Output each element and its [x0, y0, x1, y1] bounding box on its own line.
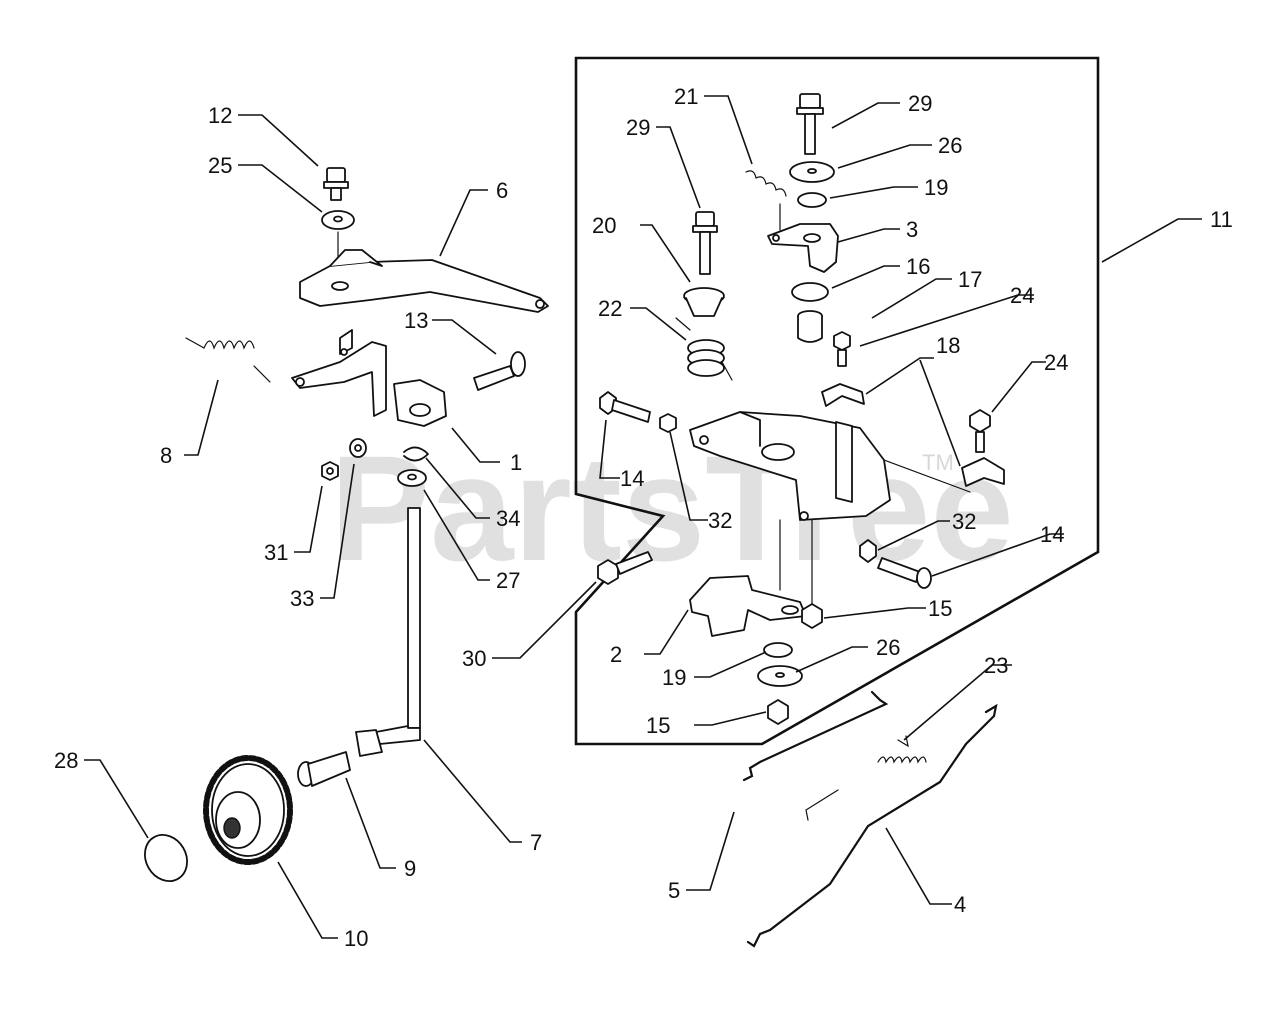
spring-8 — [185, 337, 271, 383]
callout-9: 9 — [404, 856, 416, 881]
spacer-17 — [797, 310, 823, 343]
watermark-text: PartsTree — [330, 424, 1014, 592]
screw-14-left — [599, 391, 651, 423]
bolt-29-left — [692, 211, 718, 275]
bushing-20 — [683, 287, 725, 317]
screw-13 — [473, 351, 526, 391]
spring-21 — [745, 170, 787, 197]
leader-lines — [84, 95, 1202, 939]
callout-23: 23 — [984, 653, 1008, 678]
nut-15-upper — [801, 603, 823, 629]
callout-19-lower: 19 — [662, 665, 686, 690]
callout-21: 21 — [674, 84, 698, 109]
callout-15-upper: 15 — [928, 596, 952, 621]
callout-24-upper: 24 — [1010, 283, 1034, 308]
callout-11: 11 — [1210, 207, 1233, 232]
callout-14-right: 14 — [1040, 522, 1064, 547]
washer-27 — [397, 469, 427, 487]
screw-14-right — [877, 557, 932, 589]
bracket-2 — [689, 575, 807, 637]
callout-5: 5 — [668, 878, 680, 903]
callout-26-top: 26 — [938, 133, 962, 158]
callout-34: 34 — [496, 506, 520, 531]
gear-pin-9 — [297, 751, 351, 787]
washer-19-top — [797, 192, 827, 208]
screw-24-right — [969, 409, 991, 453]
callout-25: 25 — [208, 153, 232, 178]
callout-31: 31 — [264, 540, 288, 565]
callout-6: 6 — [496, 178, 508, 203]
link-rod-5 — [742, 690, 889, 782]
bolt-29-right — [796, 93, 824, 155]
washer-19-lower — [763, 642, 793, 658]
watermark: PartsTree TM — [330, 424, 1014, 592]
bolt-12 — [323, 167, 349, 201]
callout-33: 33 — [290, 586, 314, 611]
callout-4: 4 — [954, 892, 966, 917]
callout-30: 30 — [462, 646, 486, 671]
callout-16: 16 — [906, 254, 930, 279]
callout-8: 8 — [160, 443, 172, 468]
callout-18: 18 — [936, 333, 960, 358]
nut-32-lower — [859, 539, 877, 563]
e-clip-34 — [403, 446, 429, 462]
watermark-trademark: TM — [922, 450, 954, 475]
spring-23 — [805, 735, 927, 821]
callout-12: 12 — [208, 103, 232, 128]
nut-15-lower — [767, 699, 789, 725]
callout-20: 20 — [592, 213, 616, 238]
washer-25 — [321, 210, 355, 230]
governor-lever-6 — [299, 249, 549, 313]
clip-18-right — [961, 457, 1005, 487]
callout-29-left: 29 — [626, 115, 650, 140]
clip-18-upper — [821, 383, 865, 407]
callout-13: 13 — [404, 308, 428, 333]
callout-3: 3 — [906, 217, 918, 242]
callout-19-top: 19 — [924, 175, 948, 200]
callout-15-lower: 15 — [646, 713, 670, 738]
washer-33 — [349, 438, 367, 458]
washer-16 — [791, 282, 829, 302]
callout-29-right: 29 — [908, 91, 932, 116]
callout-24-right: 24 — [1044, 350, 1068, 375]
callout-2: 2 — [610, 642, 622, 667]
control-lever-3 — [767, 223, 839, 273]
mounting-bracket — [689, 411, 971, 521]
governor-bracket-1 — [291, 329, 447, 427]
callout-10: 10 — [344, 926, 368, 951]
callout-32-lower: 32 — [952, 509, 976, 534]
washer-26-top — [789, 161, 835, 183]
nut-32-upper — [659, 413, 677, 433]
bolt-30 — [597, 551, 653, 585]
torsion-spring-22 — [675, 317, 733, 381]
callout-26-lower: 26 — [876, 635, 900, 660]
callout-labels: 12 25 6 13 1 8 34 27 31 33 30 7 9 10 28 … — [54, 84, 1233, 951]
callout-7: 7 — [530, 830, 542, 855]
governor-gear-10 — [203, 755, 293, 865]
assembly-11-boundary — [574, 56, 1100, 746]
link-rod-4 — [746, 703, 998, 948]
callout-1: 1 — [510, 450, 522, 475]
washer-26-lower — [757, 665, 803, 687]
callout-28: 28 — [54, 748, 78, 773]
callout-22: 22 — [598, 296, 622, 321]
disc-28 — [144, 834, 188, 882]
callout-14-left: 14 — [620, 466, 644, 491]
nut-31 — [321, 461, 339, 481]
callout-27: 27 — [496, 568, 520, 593]
governor-shaft-7 — [355, 507, 421, 757]
callout-17: 17 — [958, 267, 982, 292]
screw-24-upper — [833, 331, 851, 367]
callout-32-upper: 32 — [708, 508, 732, 533]
